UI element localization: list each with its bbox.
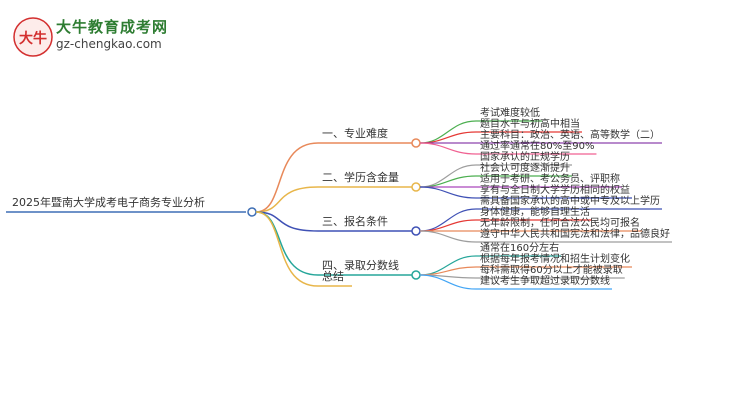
leaf-label[interactable]: 适用于考研、考公务员、评职称 [480,174,620,185]
branch-node [411,226,421,236]
leaf-label[interactable]: 通常在160分左右 [480,243,560,254]
branch-label[interactable]: 三、报名条件 [322,215,388,228]
leaf-label[interactable]: 考试难度较低 [480,108,540,119]
leaf-link [419,255,477,276]
leaf-link [419,142,477,155]
leaf-label[interactable]: 国家承认的正规学历 [480,152,570,163]
root-node [247,207,257,217]
leaf-label[interactable]: 建议考生争取超过录取分数线 [480,276,610,287]
branch-node [411,270,421,280]
branch-node [411,182,421,192]
branch-label[interactable]: 四、录取分数线 [322,259,399,272]
leaf-label[interactable]: 享有与全日制大学学历相同的权益 [480,185,630,196]
leaf-link [419,274,477,290]
leaf-label[interactable]: 每科需取得60分以上才能被录取 [480,265,623,276]
leaf-link [419,175,477,188]
root-topic[interactable]: 2025年暨南大学成考电子商务专业分析 [12,196,205,209]
leaf-label[interactable]: 社会认可度逐渐提升 [480,163,570,174]
watermark-logo: 大牛 [13,17,53,57]
branch-label[interactable]: 一、专业难度 [322,127,388,140]
leaf-link [419,186,477,199]
watermark-url: gz-chengkao.com [56,37,162,51]
watermark-site-name: 大牛教育成考网 [56,18,169,36]
leaf-label[interactable]: 身体健康，能够自理生活 [480,207,590,218]
branch-link [255,186,319,213]
branch-link [255,211,319,232]
branch-link [255,142,319,213]
leaf-link [419,230,477,243]
leaf-label[interactable]: 通过率通常在80%至90% [480,141,595,152]
leaf-link [419,219,477,232]
branch-label[interactable]: 二、学历含金量 [322,171,399,184]
leaf-label[interactable]: 无年龄限制，任何合法公民均可报名 [480,218,640,229]
leaf-label[interactable]: 主要科目：政治、英语、高等数学（二） [480,130,660,141]
leaf-label[interactable]: 遵守中华人民共和国宪法和法律，品德良好 [480,229,670,240]
leaf-label[interactable]: 题目水平与初高中相当 [480,119,580,130]
leaf-label[interactable]: 需具备国家承认的高中或中专及以上学历 [480,196,660,207]
branch-link [255,211,319,287]
leaf-label[interactable]: 根据每年报考情况和招生计划变化 [480,254,630,265]
branch-node [411,138,421,148]
leaf-link [419,131,477,144]
branch-label[interactable]: 总结 [322,270,344,283]
svg-text:大牛: 大牛 [19,30,47,47]
